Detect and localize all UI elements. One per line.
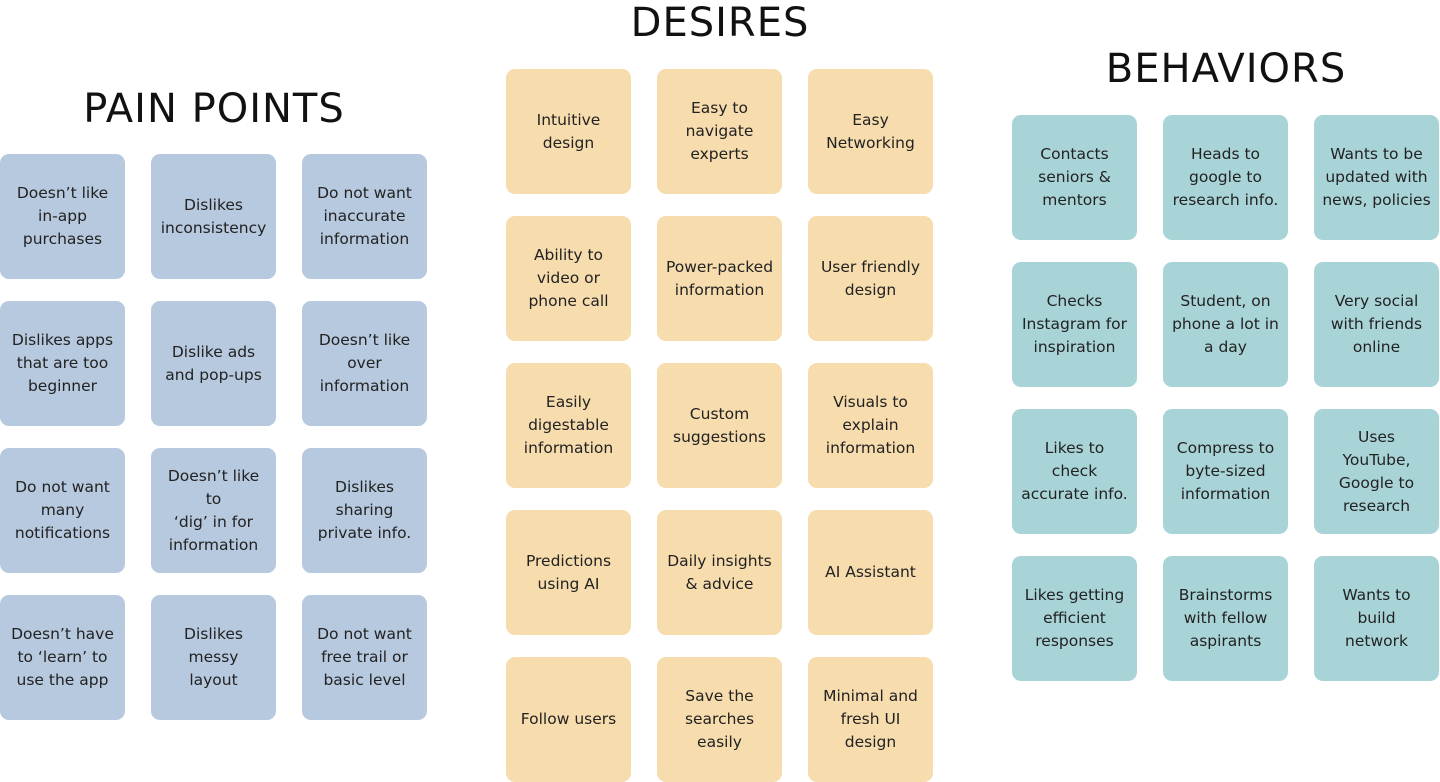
desire-note[interactable]: Daily insights & advice xyxy=(657,510,782,635)
behavior-note[interactable]: Heads to google to research info. xyxy=(1163,115,1288,240)
desires-grid: Intuitive design Easy to navigate expert… xyxy=(506,69,933,782)
behaviors-title: BEHAVIORS xyxy=(1105,46,1347,92)
desire-note[interactable]: Power-packed information xyxy=(657,216,782,341)
desire-note[interactable]: Easily digestable information xyxy=(506,363,631,488)
desire-note[interactable]: User friendly design xyxy=(808,216,933,341)
behavior-note[interactable]: Brainstorms with fellow aspirants xyxy=(1163,556,1288,681)
pain-point-note[interactable]: Dislikes messy layout xyxy=(151,595,276,720)
desire-note[interactable]: Easy to navigate experts xyxy=(657,69,782,194)
desire-note[interactable]: Easy Networking xyxy=(808,69,933,194)
behaviors-grid: Contacts seniors & mentors Heads to goog… xyxy=(1012,115,1439,681)
pain-point-note[interactable]: Do not want free trail or basic level xyxy=(302,595,427,720)
pain-point-note[interactable]: Doesn’t like in-app purchases xyxy=(0,154,125,279)
pain-points-grid: Doesn’t like in-app purchases Dislikes i… xyxy=(0,154,427,720)
desire-note[interactable]: Save the searches easily xyxy=(657,657,782,782)
behavior-note[interactable]: Student, on phone a lot in a day xyxy=(1163,262,1288,387)
desire-note[interactable]: Visuals to explain information xyxy=(808,363,933,488)
desire-note[interactable]: Intuitive design xyxy=(506,69,631,194)
desire-note[interactable]: Custom suggestions xyxy=(657,363,782,488)
pain-point-note[interactable]: Doesn’t like to ‘dig’ in for information xyxy=(151,448,276,573)
behavior-note[interactable]: Likes to check accurate info. xyxy=(1012,409,1137,534)
desire-note[interactable]: Follow users xyxy=(506,657,631,782)
behavior-note[interactable]: Uses YouTube, Google to research xyxy=(1314,409,1439,534)
pain-point-note[interactable]: Dislikes apps that are too beginner xyxy=(0,301,125,426)
pain-point-note[interactable]: Do not want many notifications xyxy=(0,448,125,573)
desire-note[interactable]: Predictions using AI xyxy=(506,510,631,635)
pain-points-title: PAIN POINTS xyxy=(83,86,345,132)
pain-point-note[interactable]: Dislikes inconsistency xyxy=(151,154,276,279)
behavior-note[interactable]: Compress to byte-sized information xyxy=(1163,409,1288,534)
behavior-note[interactable]: Wants to be updated with news, policies xyxy=(1314,115,1439,240)
behavior-note[interactable]: Contacts seniors & mentors xyxy=(1012,115,1137,240)
desire-note[interactable]: AI Assistant xyxy=(808,510,933,635)
behavior-note[interactable]: Very social with friends online xyxy=(1314,262,1439,387)
pain-point-note[interactable]: Dislike ads and pop-ups xyxy=(151,301,276,426)
pain-point-note[interactable]: Do not want inaccurate information xyxy=(302,154,427,279)
desire-note[interactable]: Ability to video or phone call xyxy=(506,216,631,341)
behavior-note[interactable]: Wants to build network xyxy=(1314,556,1439,681)
behavior-note[interactable]: Checks Instagram for inspiration xyxy=(1012,262,1137,387)
pain-point-note[interactable]: Doesn’t have to ‘learn’ to use the app xyxy=(0,595,125,720)
behavior-note[interactable]: Likes getting efficient responses xyxy=(1012,556,1137,681)
desires-title: DESIRES xyxy=(630,0,810,46)
desire-note[interactable]: Minimal and fresh UI design xyxy=(808,657,933,782)
pain-point-note[interactable]: Doesn’t like over information xyxy=(302,301,427,426)
pain-point-note[interactable]: Dislikes sharing private info. xyxy=(302,448,427,573)
